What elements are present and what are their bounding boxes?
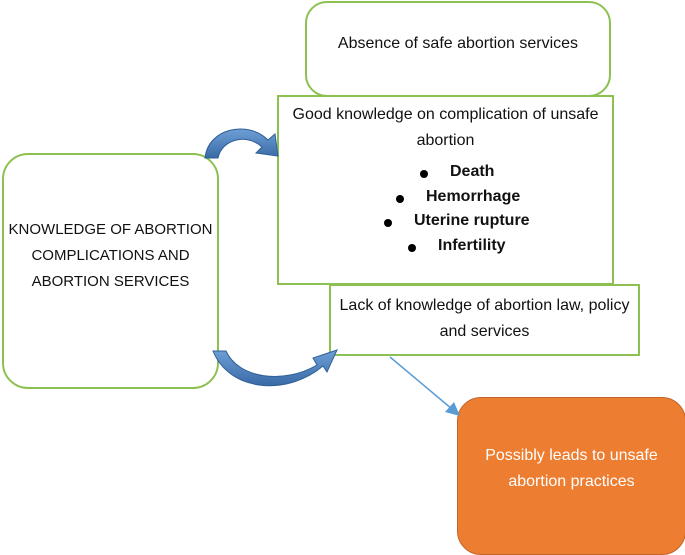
node-outcome-label: Possibly leads to unsafe abortion practi…: [485, 447, 658, 490]
node-absence-of-safe-abortion-services: Absence of safe abortion services: [305, 1, 611, 97]
node-lack-label: Lack of knowledge of abortion law, polic…: [339, 297, 630, 340]
bullet-item: Uterine rupture: [384, 212, 530, 230]
bullet-infertility: Infertility: [438, 237, 506, 254]
bullet-item: Infertility: [408, 237, 506, 255]
bullet-dot-icon: [420, 170, 428, 178]
curved-arrow-to-good-knowledge: [204, 128, 279, 159]
arrow-to-outcome: [389, 356, 453, 410]
bullet-item: Hemorrhage: [396, 188, 521, 206]
bullet-dot-icon: [408, 244, 416, 252]
node-good-knowledge-label: Good knowledge on complication of unsafe…: [292, 106, 599, 149]
bullet-uterine-rupture: Uterine rupture: [414, 212, 530, 229]
bullet-item: Death: [420, 163, 495, 181]
node-knowledge-main: KNOWLEDGE OF ABORTION COMPLICATIONS AND …: [2, 153, 219, 389]
node-lack-of-knowledge: Lack of knowledge of abortion law, polic…: [329, 284, 640, 356]
node-good-knowledge-complications: Good knowledge on complication of unsafe…: [277, 95, 614, 285]
bullet-dot-icon: [384, 219, 392, 227]
bullet-dot-icon: [396, 195, 404, 203]
bullet-hemorrhage: Hemorrhage: [426, 188, 521, 205]
node-possibly-leads-unsafe-practices: Possibly leads to unsafe abortion practi…: [457, 397, 685, 555]
arrow-head-icon: [445, 402, 460, 416]
bullet-death: Death: [450, 163, 495, 180]
curved-arrow-to-lack: [212, 349, 338, 387]
node-knowledge-label: KNOWLEDGE OF ABORTION COMPLICATIONS AND …: [8, 221, 213, 290]
node-absence-label: Absence of safe abortion services: [337, 35, 579, 52]
